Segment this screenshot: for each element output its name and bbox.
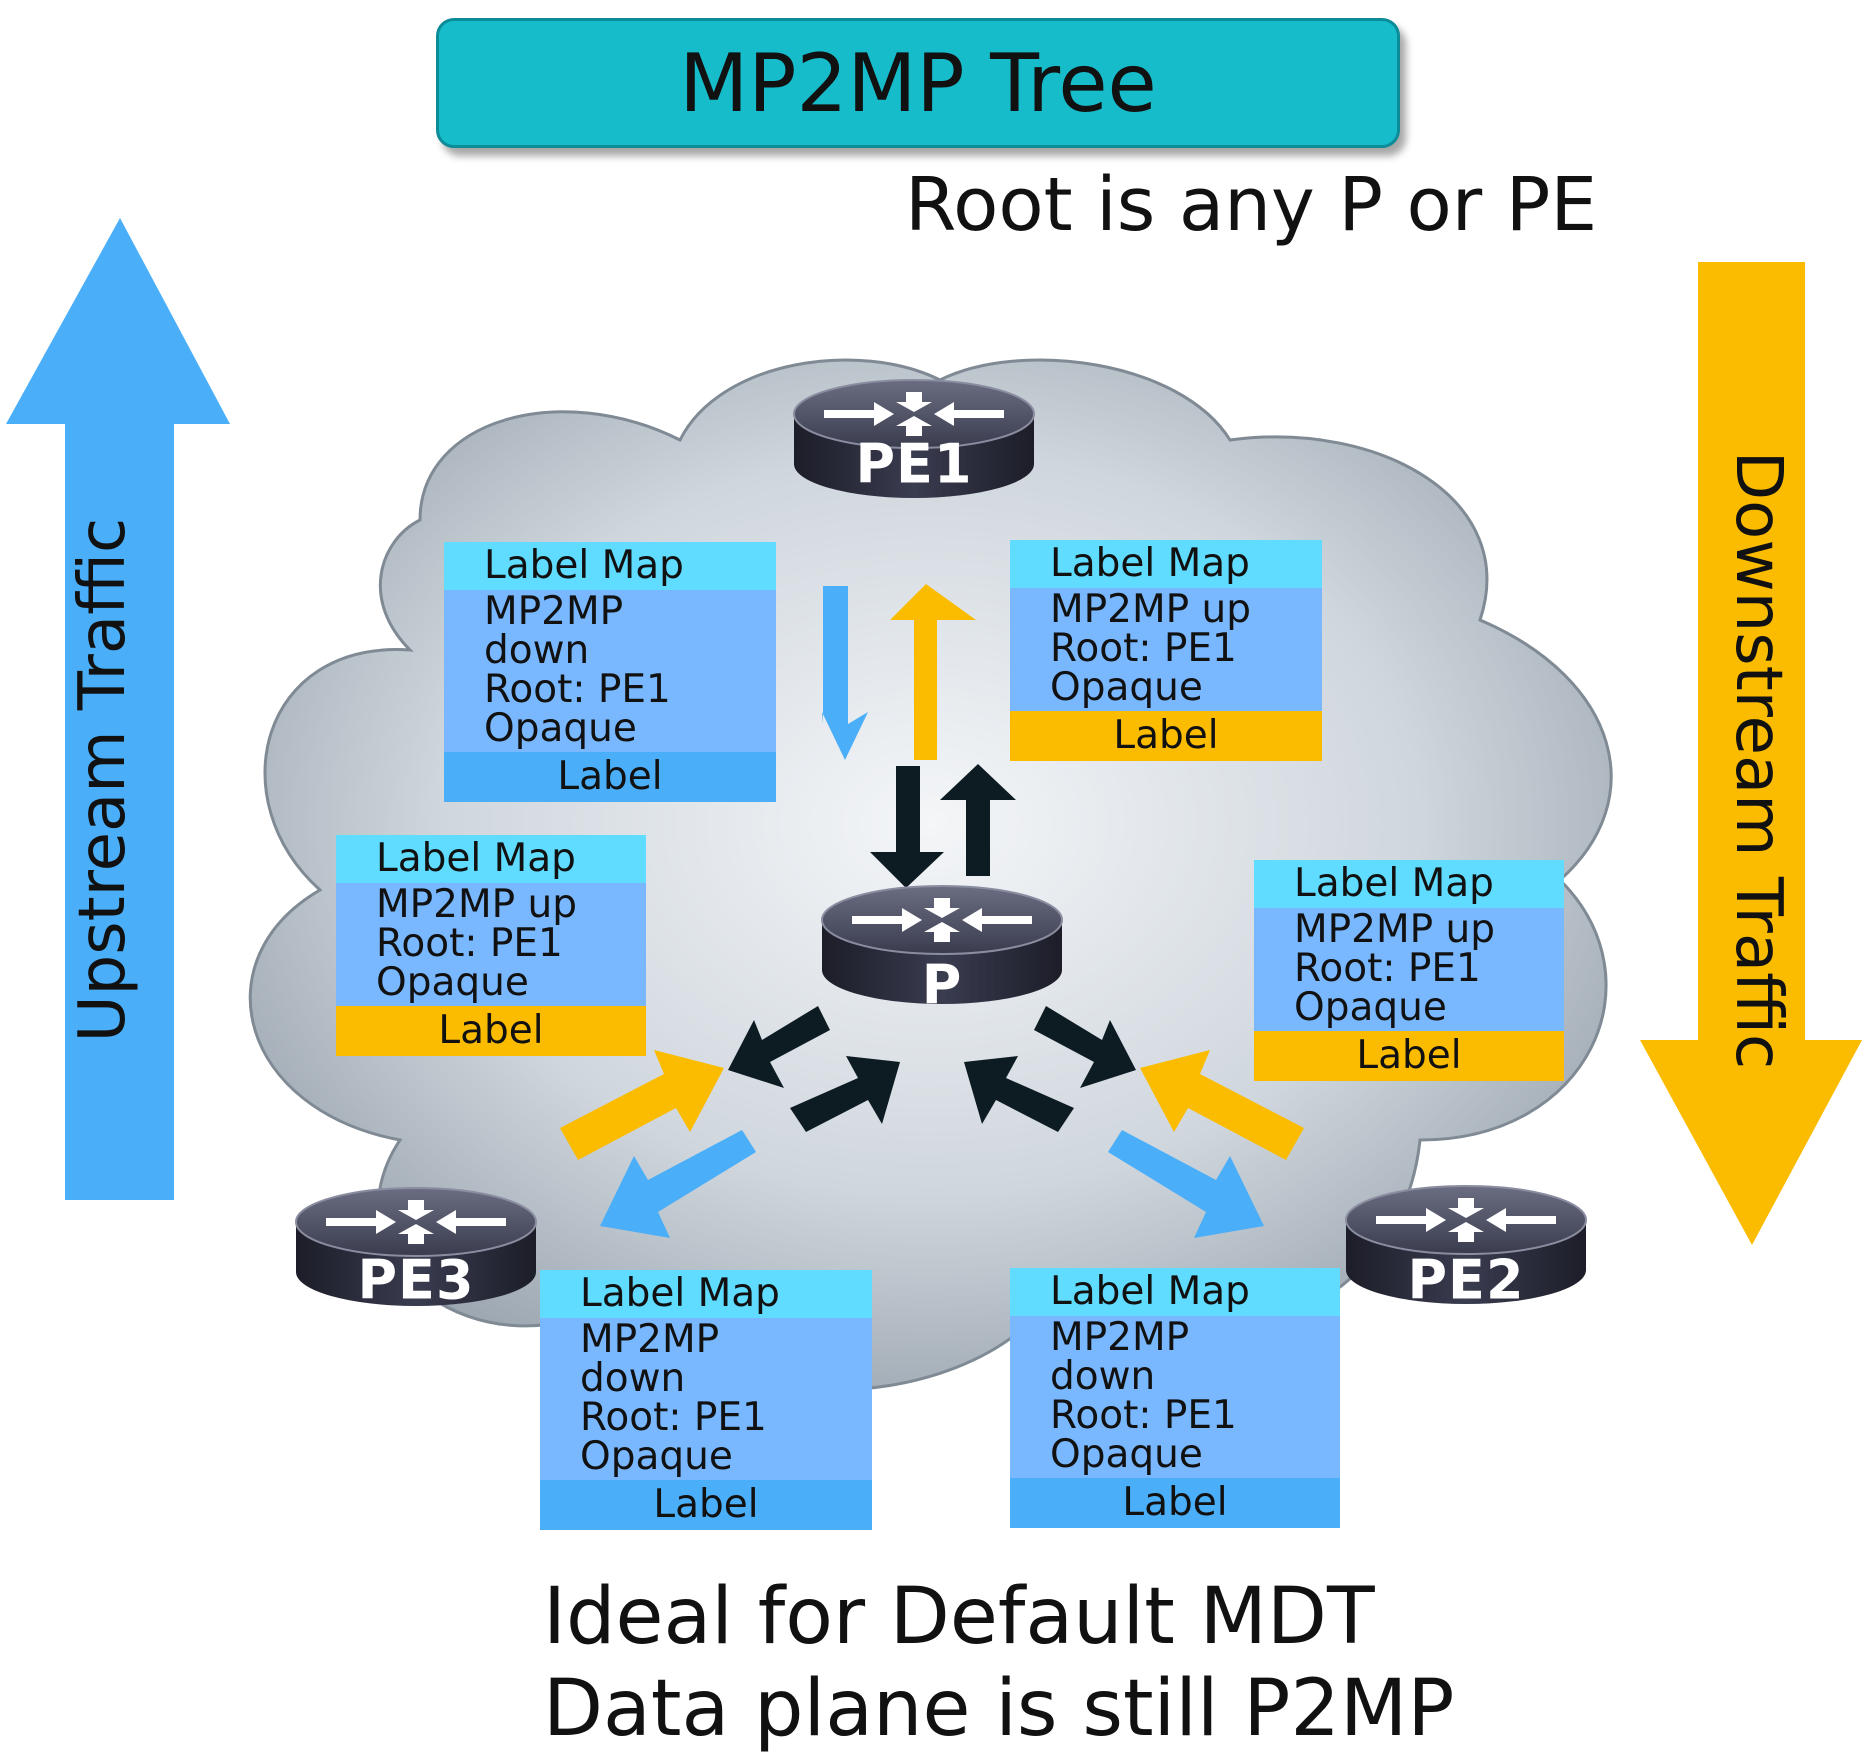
label-map-line: MP2MP — [580, 1317, 720, 1362]
label-map-line: down — [580, 1356, 686, 1401]
label-map-footer: Label — [1254, 1031, 1564, 1081]
label-map-line: Root: PE1 — [1050, 1393, 1237, 1438]
label-map-footer: Label — [1010, 711, 1322, 761]
router-pe2-label: PE2 — [1407, 1248, 1525, 1312]
label-map-line: MP2MP — [1050, 1315, 1190, 1360]
label-map-header: Label Map — [540, 1270, 872, 1318]
title-banner: MP2MP Tree — [436, 18, 1400, 148]
arrow-p-up-dark — [940, 764, 1016, 876]
label-map-box: Label Map MP2MP down Root: PE1 Opaque La… — [1010, 1268, 1340, 1528]
label-map-box: Label Map MP2MP up Root: PE1 Opaque Labe… — [336, 835, 646, 1056]
upstream-traffic-label: Upstream Traffic — [66, 517, 140, 1043]
arrow-p-pe2-blue — [1108, 1130, 1264, 1238]
arrow-p-pe3-dark-2 — [790, 1056, 900, 1132]
router-pe3-label: PE3 — [357, 1248, 475, 1312]
label-map-box: Label Map MP2MP down Root: PE1 Opaque La… — [540, 1270, 872, 1530]
label-map-line: down — [484, 628, 590, 673]
label-map-header: Label Map — [1254, 860, 1564, 908]
label-map-box: Label Map MP2MP down Root: PE1 Opaque La… — [444, 542, 776, 802]
router-pe1-label: PE1 — [855, 432, 973, 496]
arrow-pe2-p-yellow — [1140, 1050, 1304, 1160]
label-map-footer: Label — [444, 752, 776, 802]
label-map-line: Opaque — [484, 706, 637, 751]
label-map-line: Opaque — [376, 960, 529, 1005]
label-map-line: Root: PE1 — [1294, 946, 1481, 991]
arrow-p-pe3-blue — [600, 1130, 756, 1238]
footer-line-2: Data plane is still P2MP — [543, 1664, 1455, 1754]
arrow-pe3-p-yellow — [560, 1050, 724, 1160]
label-map-header: Label Map — [336, 835, 646, 883]
label-map-box: Label Map MP2MP up Root: PE1 Opaque Labe… — [1010, 540, 1322, 761]
label-map-line: Opaque — [580, 1434, 733, 1479]
label-map-footer: Label — [336, 1006, 646, 1056]
label-map-line: Opaque — [1294, 985, 1447, 1030]
label-map-line: Root: PE1 — [376, 921, 563, 966]
arrow-p-pe2-dark-1 — [1034, 1006, 1136, 1088]
arrow-pe1-down-blue — [822, 586, 868, 760]
label-map-header: Label Map — [1010, 540, 1322, 588]
label-map-header: Label Map — [444, 542, 776, 590]
arrow-pe1-up-yellow — [890, 584, 976, 760]
label-map-line: MP2MP — [484, 589, 624, 634]
label-map-line: MP2MP up — [1050, 587, 1252, 632]
downstream-arrow — [1640, 262, 1862, 1245]
label-map-footer: Label — [1010, 1478, 1340, 1528]
upstream-arrow — [6, 218, 230, 1200]
label-map-box: Label Map MP2MP up Root: PE1 Opaque Labe… — [1254, 860, 1564, 1081]
footer-line-1: Ideal for Default MDT — [543, 1572, 1375, 1662]
router-p-label: P — [921, 953, 963, 1017]
arrow-p-pe3-dark-1 — [728, 1006, 830, 1088]
label-map-line: MP2MP up — [1294, 907, 1496, 952]
label-map-line: Root: PE1 — [580, 1395, 767, 1440]
arrow-p-pe2-dark-2 — [964, 1056, 1074, 1132]
label-map-header: Label Map — [1010, 1268, 1340, 1316]
label-map-line: Opaque — [1050, 665, 1203, 710]
label-map-line: Root: PE1 — [1050, 626, 1237, 671]
arrow-p-down-dark — [870, 766, 944, 888]
label-map-line: down — [1050, 1354, 1156, 1399]
label-map-footer: Label — [540, 1480, 872, 1530]
subtitle: Root is any P or PE — [905, 162, 1598, 248]
label-map-line: Opaque — [1050, 1432, 1203, 1477]
label-map-line: Root: PE1 — [484, 667, 671, 712]
downstream-traffic-label: Downstream Traffic — [1721, 450, 1795, 1070]
label-map-line: MP2MP up — [376, 882, 578, 927]
